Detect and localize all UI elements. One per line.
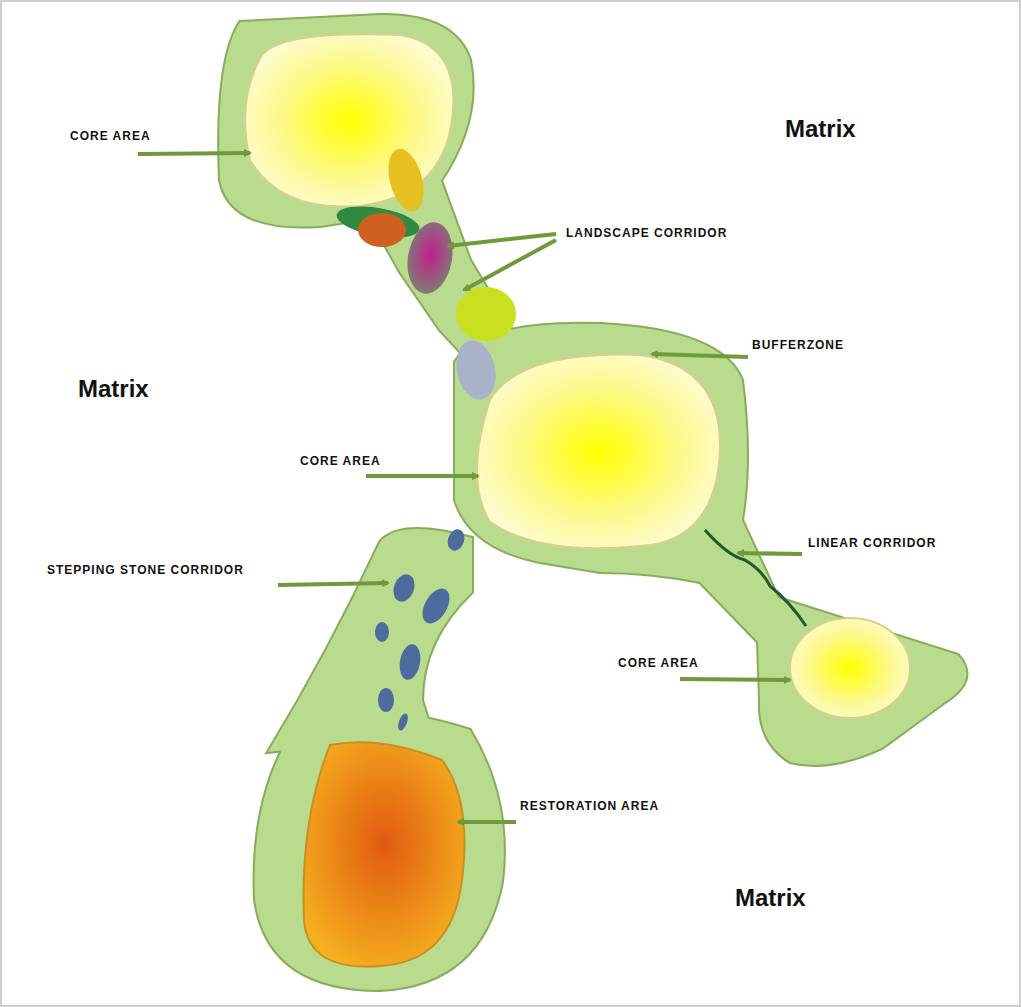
matrix-label: Matrix <box>735 884 806 912</box>
area-label: CORE AREA <box>618 656 699 670</box>
matrix-label: Matrix <box>78 375 149 403</box>
area-label: LANDSCAPE CORRIDOR <box>566 226 727 240</box>
restoration-area-shape <box>304 742 465 966</box>
buffer-zone <box>219 15 966 990</box>
area-label: RESTORATION AREA <box>520 799 659 813</box>
area-label: STEPPING STONE CORRIDOR <box>47 563 244 577</box>
area-label: CORE AREA <box>300 454 381 468</box>
matrix-label: Matrix <box>785 115 856 143</box>
leader-lines <box>138 153 802 822</box>
area-label: BUFFERZONE <box>752 338 844 352</box>
linear-corridor-line <box>705 530 806 626</box>
area-label: LINEAR CORRIDOR <box>808 536 936 550</box>
area-label: CORE AREA <box>70 129 151 143</box>
core-area-shapes <box>245 34 910 718</box>
stepping-stones <box>375 527 467 732</box>
landscape-corridor-patches <box>334 145 516 403</box>
